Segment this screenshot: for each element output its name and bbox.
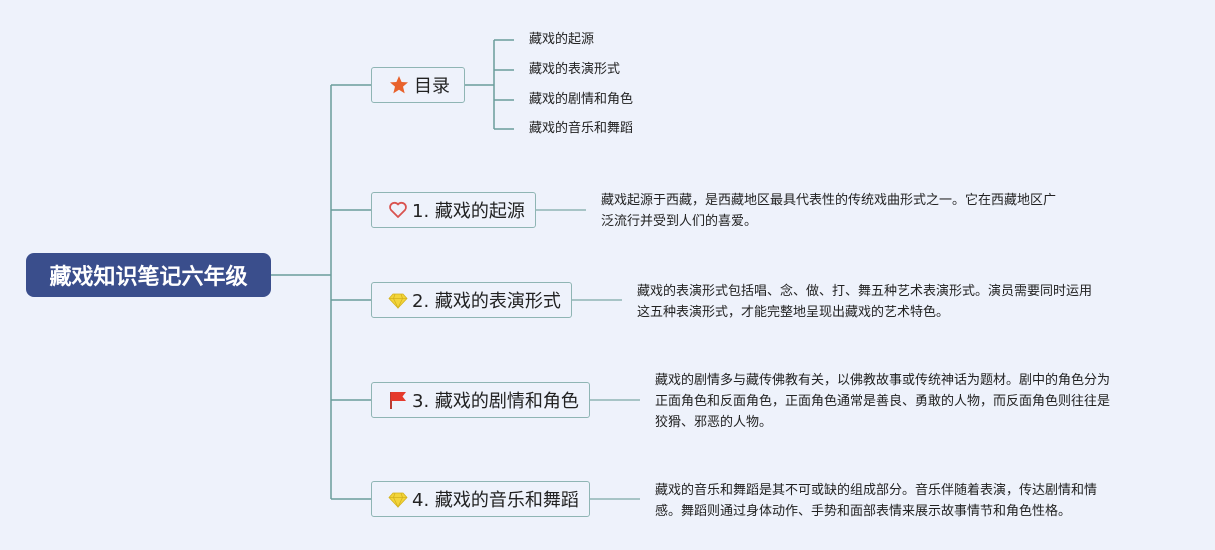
flag-icon: [388, 389, 408, 411]
topic-performance[interactable]: 2. 藏戏的表演形式: [371, 282, 572, 318]
topic-plot-roles-label: 3. 藏戏的剧情和角色: [412, 391, 579, 412]
root-title: 藏戏知识笔记六年级: [49, 265, 248, 290]
diamond-icon: [388, 289, 408, 311]
topic-plot-roles[interactable]: 3. 藏戏的剧情和角色: [371, 382, 590, 418]
toc-item[interactable]: 藏戏的表演形式: [529, 62, 621, 77]
performance-description: 藏戏的表演形式包括唱、念、做、打、舞五种艺术表演形式。演员需要同时运用 这五种表…: [637, 281, 1092, 323]
topic-toc-label: 目录: [414, 76, 450, 97]
toc-item[interactable]: 藏戏的音乐和舞蹈: [529, 121, 634, 136]
diamond-icon: [388, 488, 408, 510]
heart-icon: [388, 199, 408, 221]
topic-origin[interactable]: 1. 藏戏的起源: [371, 192, 536, 228]
topic-music-dance-label: 4. 藏戏的音乐和舞蹈: [412, 490, 579, 511]
plot-roles-description: 藏戏的剧情多与藏传佛教有关，以佛教故事或传统神话为题材。剧中的角色分为 正面角色…: [655, 370, 1110, 433]
desc-line: 感。舞蹈则通过身体动作、手势和面部表情来展示故事情节和角色性格。: [655, 504, 1072, 519]
star-icon: [388, 74, 410, 96]
desc-line: 正面角色和反面角色，正面角色通常是善良、勇敢的人物，而反面角色则往往是: [655, 394, 1111, 409]
root-topic[interactable]: 藏戏知识笔记六年级: [26, 253, 271, 297]
desc-line: 泛流行并受到人们的喜爱。: [601, 214, 758, 229]
toc-item[interactable]: 藏戏的起源: [529, 32, 595, 47]
desc-line: 藏戏起源于西藏，是西藏地区最具代表性的传统戏曲形式之一。它在西藏地区广: [601, 193, 1057, 208]
topic-origin-label: 1. 藏戏的起源: [412, 201, 525, 222]
topic-performance-label: 2. 藏戏的表演形式: [412, 291, 561, 312]
music-dance-description: 藏戏的音乐和舞蹈是其不可或缺的组成部分。音乐伴随着表演，传达剧情和情 感。舞蹈则…: [655, 480, 1097, 522]
origin-description: 藏戏起源于西藏，是西藏地区最具代表性的传统戏曲形式之一。它在西藏地区广 泛流行并…: [601, 190, 1056, 232]
desc-line: 藏戏的音乐和舞蹈是其不可或缺的组成部分。音乐伴随着表演，传达剧情和情: [655, 483, 1098, 498]
desc-line: 藏戏的表演形式包括唱、念、做、打、舞五种艺术表演形式。演员需要同时运用: [637, 284, 1093, 299]
desc-line: 狡猾、邪恶的人物。: [655, 415, 773, 430]
desc-line: 这五种表演形式，才能完整地呈现出藏戏的艺术特色。: [637, 305, 950, 320]
desc-line: 藏戏的剧情多与藏传佛教有关，以佛教故事或传统神话为题材。剧中的角色分为: [655, 373, 1111, 388]
topic-music-dance[interactable]: 4. 藏戏的音乐和舞蹈: [371, 481, 590, 517]
toc-item[interactable]: 藏戏的剧情和角色: [529, 92, 634, 107]
topic-toc[interactable]: 目录: [371, 67, 465, 103]
